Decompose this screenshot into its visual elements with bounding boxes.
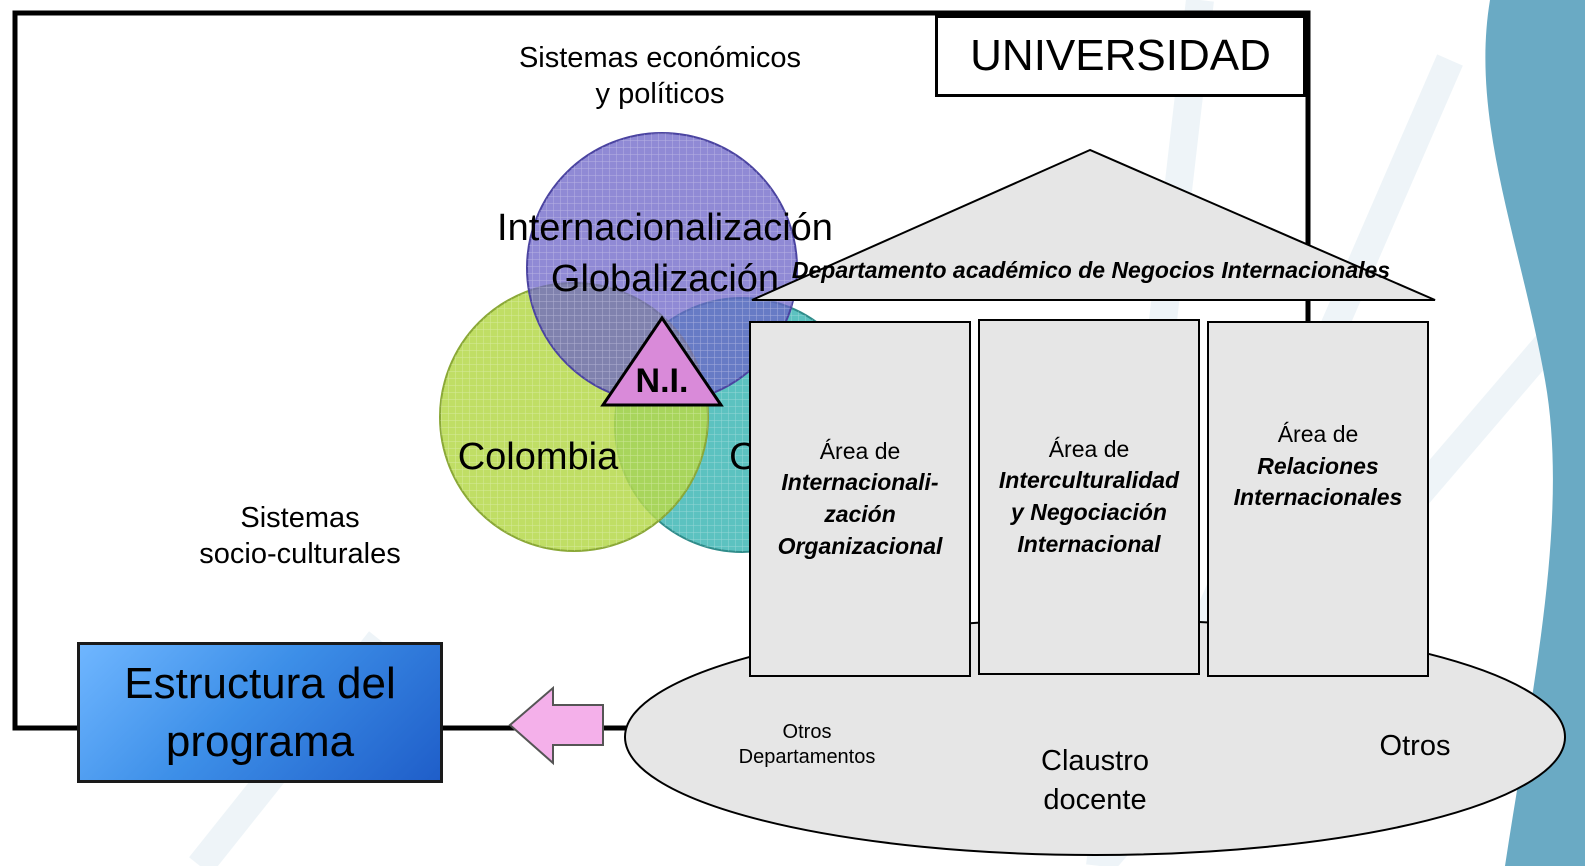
others-label: Otros bbox=[1379, 730, 1451, 762]
left-arrow-icon bbox=[508, 685, 604, 766]
other-departments-line-1: Otros bbox=[782, 721, 832, 743]
other-departments-line-2: Departamentos bbox=[738, 746, 876, 768]
venn-top-line-1: Internacionalización bbox=[497, 207, 833, 249]
university-label-box: UNIVERSIDAD bbox=[935, 15, 1306, 97]
area-2-name-line-3: Internacional bbox=[1017, 530, 1161, 557]
area-3-name-line-2: Internacionales bbox=[1233, 484, 1403, 511]
sociocultural-context-label: Sistemas socio-culturales bbox=[150, 500, 450, 573]
venn-top-line-2: Globalización bbox=[550, 258, 780, 301]
area-1-name-line-2: zación bbox=[824, 501, 896, 527]
area-2-name-line-1: Interculturalidad bbox=[998, 467, 1180, 494]
area-2-name-line-2: y Negociación bbox=[1011, 499, 1167, 525]
area-1-name-line-3: Organizacional bbox=[777, 532, 943, 559]
venn-left-label: Colombia bbox=[457, 436, 619, 478]
venn-top-label: Internacionalización Globalización bbox=[460, 203, 870, 306]
ni-label: N.I. bbox=[635, 362, 689, 400]
area-3-name-line-1: Relaciones bbox=[1257, 452, 1379, 479]
area-1-prefix: Área de bbox=[819, 437, 901, 464]
sociocultural-context-line-1: Sistemas bbox=[240, 502, 360, 534]
area-3-prefix: Área de bbox=[1277, 421, 1359, 447]
university-label: UNIVERSIDAD bbox=[970, 31, 1271, 80]
area-column-2: Área de Interculturalidad y Negociación … bbox=[978, 319, 1200, 675]
area-column-3: Área de Relaciones Internacionales bbox=[1207, 321, 1429, 677]
faculty-line-2: docente bbox=[1043, 784, 1147, 817]
economic-context-line-2: y políticos bbox=[595, 78, 725, 111]
area-1-name-line-1: Internacionali- bbox=[781, 469, 939, 496]
ni-triangle bbox=[600, 315, 724, 407]
faculty-line-1: Claustro bbox=[1041, 745, 1149, 777]
program-structure-box: Estructura del programa bbox=[77, 642, 443, 783]
faculty-label: Claustro docente bbox=[1000, 742, 1190, 820]
department-title: Departamento académico de Negocios Inter… bbox=[791, 257, 1391, 283]
economic-context-label: Sistemas económicos y políticos bbox=[470, 40, 850, 113]
department-roof bbox=[751, 148, 1436, 301]
other-departments-label: Otros Departamentos bbox=[712, 720, 902, 770]
economic-context-line-1: Sistemas económicos bbox=[518, 42, 802, 74]
sociocultural-context-line-2: socio-culturales bbox=[199, 538, 401, 571]
side-band bbox=[1485, 0, 1585, 866]
program-structure-line-1: Estructura del bbox=[124, 659, 396, 709]
program-structure-line-2: programa bbox=[165, 716, 355, 766]
area-2-prefix: Área de bbox=[1048, 435, 1130, 462]
area-column-1: Área de Internacionali- zación Organizac… bbox=[749, 321, 971, 677]
